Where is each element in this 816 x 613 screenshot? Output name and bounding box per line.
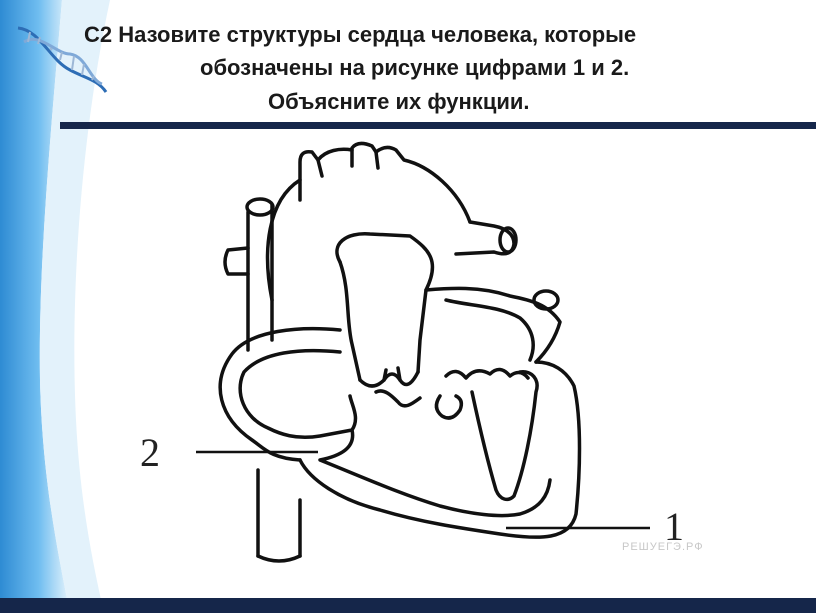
title-line-2: обозначены на рисунке цифрами 1 и 2. bbox=[200, 55, 630, 80]
right-atrium bbox=[218, 326, 342, 462]
title-line-3: Объясните их функции. bbox=[268, 89, 530, 114]
bottom-divider-bar bbox=[0, 598, 816, 613]
title-line-1: С2 Назовите структуры сердца человека, к… bbox=[84, 22, 637, 47]
label-1: 1 bbox=[664, 504, 684, 549]
inferior-vena-cava bbox=[256, 468, 302, 558]
top-divider-bar bbox=[60, 122, 816, 129]
left-ventricle bbox=[470, 370, 539, 502]
aortic-arch bbox=[265, 141, 472, 302]
dna-helix-icon bbox=[17, 26, 108, 93]
pulmonary-trunk bbox=[335, 232, 435, 374]
watermark: РЕШУЕГЭ.РФ bbox=[622, 541, 704, 553]
label-2: 2 bbox=[140, 430, 160, 475]
